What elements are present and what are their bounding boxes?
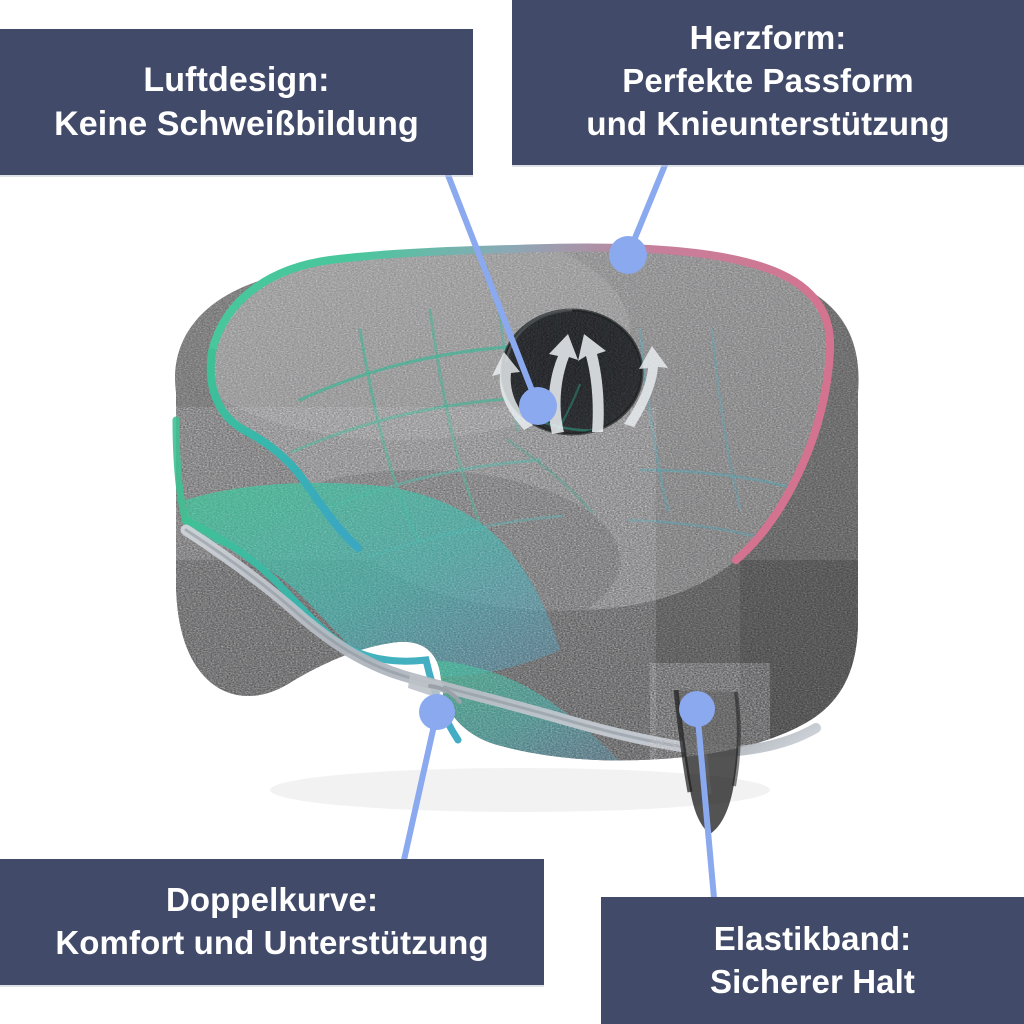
callout-doppelkurve-subtitle: Komfort und Unterstützung — [55, 924, 489, 961]
callout-elastikband-subtitle: Sicherer Halt — [710, 962, 915, 1000]
callout-elastikband-title: Elastikband: — [713, 919, 912, 957]
callout-doppelkurve[interactable]: Doppelkurve: Komfort und Unterstützung — [0, 859, 544, 987]
callout-herzform[interactable]: Herzform: Perfekte Passform und Knieunte… — [512, 0, 1024, 167]
callout-herzform-line3: und Knieunterstützung — [586, 104, 950, 142]
side-zipper — [180, 524, 821, 758]
callout-elastikband[interactable]: Elastikband: Sicherer Halt — [601, 897, 1024, 1024]
callout-luftdesign-subtitle: Keine Schweißbildung — [54, 105, 419, 143]
callout-luftdesign-title: Luftdesign: — [143, 60, 330, 99]
callout-herzform-line2: Perfekte Passform — [622, 62, 914, 100]
callout-herzform-title: Herzform: — [689, 19, 847, 57]
callout-luftdesign[interactable]: Luftdesign: Keine Schweißbildung — [0, 29, 473, 177]
elastic-band — [660, 680, 760, 834]
callout-doppelkurve-title: Doppelkurve: — [165, 881, 379, 919]
